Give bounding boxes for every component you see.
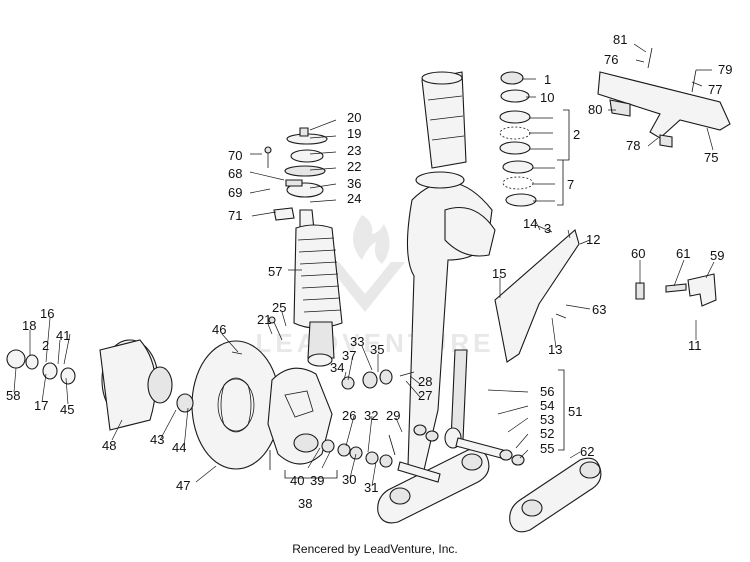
callout-16: 16: [40, 306, 54, 321]
fasteners: [231, 146, 567, 377]
callout-59: 59: [710, 248, 724, 263]
callout-43: 43: [150, 432, 164, 447]
shock-absorber: [284, 127, 343, 367]
watermark: LEADVENTURE: [255, 215, 494, 358]
callout-18: 18: [22, 318, 36, 333]
callout-15: 15: [492, 266, 506, 281]
callout-labels: 1 10 2 7 81 76 79 77 80 78 75 20 19 23 2…: [6, 32, 732, 511]
callout-75: 75: [704, 150, 718, 165]
callout-69: 69: [228, 185, 242, 200]
callout-61: 61: [676, 246, 690, 261]
callout-55: 55: [540, 441, 554, 456]
callout-60: 60: [631, 246, 645, 261]
callout-35: 35: [370, 342, 384, 357]
callout-71: 71: [228, 208, 242, 223]
callout-17: 17: [34, 398, 48, 413]
callout-81: 81: [613, 32, 627, 47]
callout-41: 41: [56, 328, 70, 343]
callout-2: 2: [573, 127, 580, 142]
callout-22: 22: [347, 159, 361, 174]
callout-40: 40: [290, 473, 304, 488]
watermark-text: LEADVENTURE: [255, 328, 494, 358]
callout-21: 21: [257, 312, 271, 327]
callout-32: 32: [364, 408, 378, 423]
callout-2b: 2: [42, 338, 49, 353]
callout-26: 26: [342, 408, 356, 423]
callout-79: 79: [718, 62, 732, 77]
callout-11: 11: [688, 338, 702, 353]
callout-27: 27: [418, 388, 432, 403]
callout-48: 48: [102, 438, 116, 453]
callout-29: 29: [386, 408, 400, 423]
callout-70: 70: [228, 148, 242, 163]
wheel-hub: [6, 339, 194, 431]
callout-37: 37: [342, 348, 356, 363]
callout-36: 36: [347, 176, 361, 191]
callout-39: 39: [310, 473, 324, 488]
callout-10: 10: [540, 90, 554, 105]
callout-34: 34: [330, 360, 344, 375]
callout-23: 23: [347, 143, 361, 158]
callout-24: 24: [347, 191, 361, 206]
callout-33: 33: [350, 334, 364, 349]
callout-57: 57: [268, 264, 282, 279]
cable-bracket: [635, 273, 717, 307]
footer-credit: Rencered by LeadVenture, Inc.: [292, 542, 458, 556]
leader-lines: [13, 43, 715, 487]
callout-28: 28: [418, 374, 432, 389]
callout-38: 38: [298, 496, 312, 511]
callout-53: 53: [540, 412, 554, 427]
mudguard-bracket: [597, 47, 731, 148]
callout-46: 46: [212, 322, 226, 337]
steering-tube-group: [406, 71, 496, 471]
callout-47: 47: [176, 478, 190, 493]
callout-3: 3: [544, 221, 551, 236]
head-bearing-stack: [499, 71, 537, 207]
callout-45: 45: [60, 402, 74, 417]
callout-62: 62: [580, 444, 594, 459]
callout-14: 14: [523, 216, 537, 231]
callout-30: 30: [342, 472, 356, 487]
callout-51: 51: [568, 404, 582, 419]
callout-20: 20: [347, 110, 361, 125]
callout-7: 7: [567, 177, 574, 192]
callout-19: 19: [347, 126, 361, 141]
callout-1: 1: [544, 72, 551, 87]
callout-25: 25: [272, 300, 286, 315]
callout-78: 78: [626, 138, 640, 153]
swing-arm: [377, 448, 602, 533]
brake-caliper: [267, 367, 333, 465]
link-pins: [321, 369, 525, 483]
shock-mount-bracket: [273, 179, 303, 221]
callout-31: 31: [364, 480, 378, 495]
callout-52: 52: [540, 426, 554, 441]
brake-disc: [191, 340, 281, 470]
callout-13: 13: [548, 342, 562, 357]
callout-44: 44: [172, 440, 186, 455]
callout-56: 56: [540, 384, 554, 399]
callout-54: 54: [540, 398, 554, 413]
front-mudguard: [494, 229, 580, 363]
callout-68: 68: [228, 166, 242, 181]
callout-12: 12: [586, 232, 600, 247]
callout-58: 58: [6, 388, 20, 403]
callout-77: 77: [708, 82, 722, 97]
callout-63: 63: [592, 302, 606, 317]
callout-76: 76: [604, 52, 618, 67]
group-brackets: [269, 109, 570, 479]
callout-80: 80: [588, 102, 602, 117]
